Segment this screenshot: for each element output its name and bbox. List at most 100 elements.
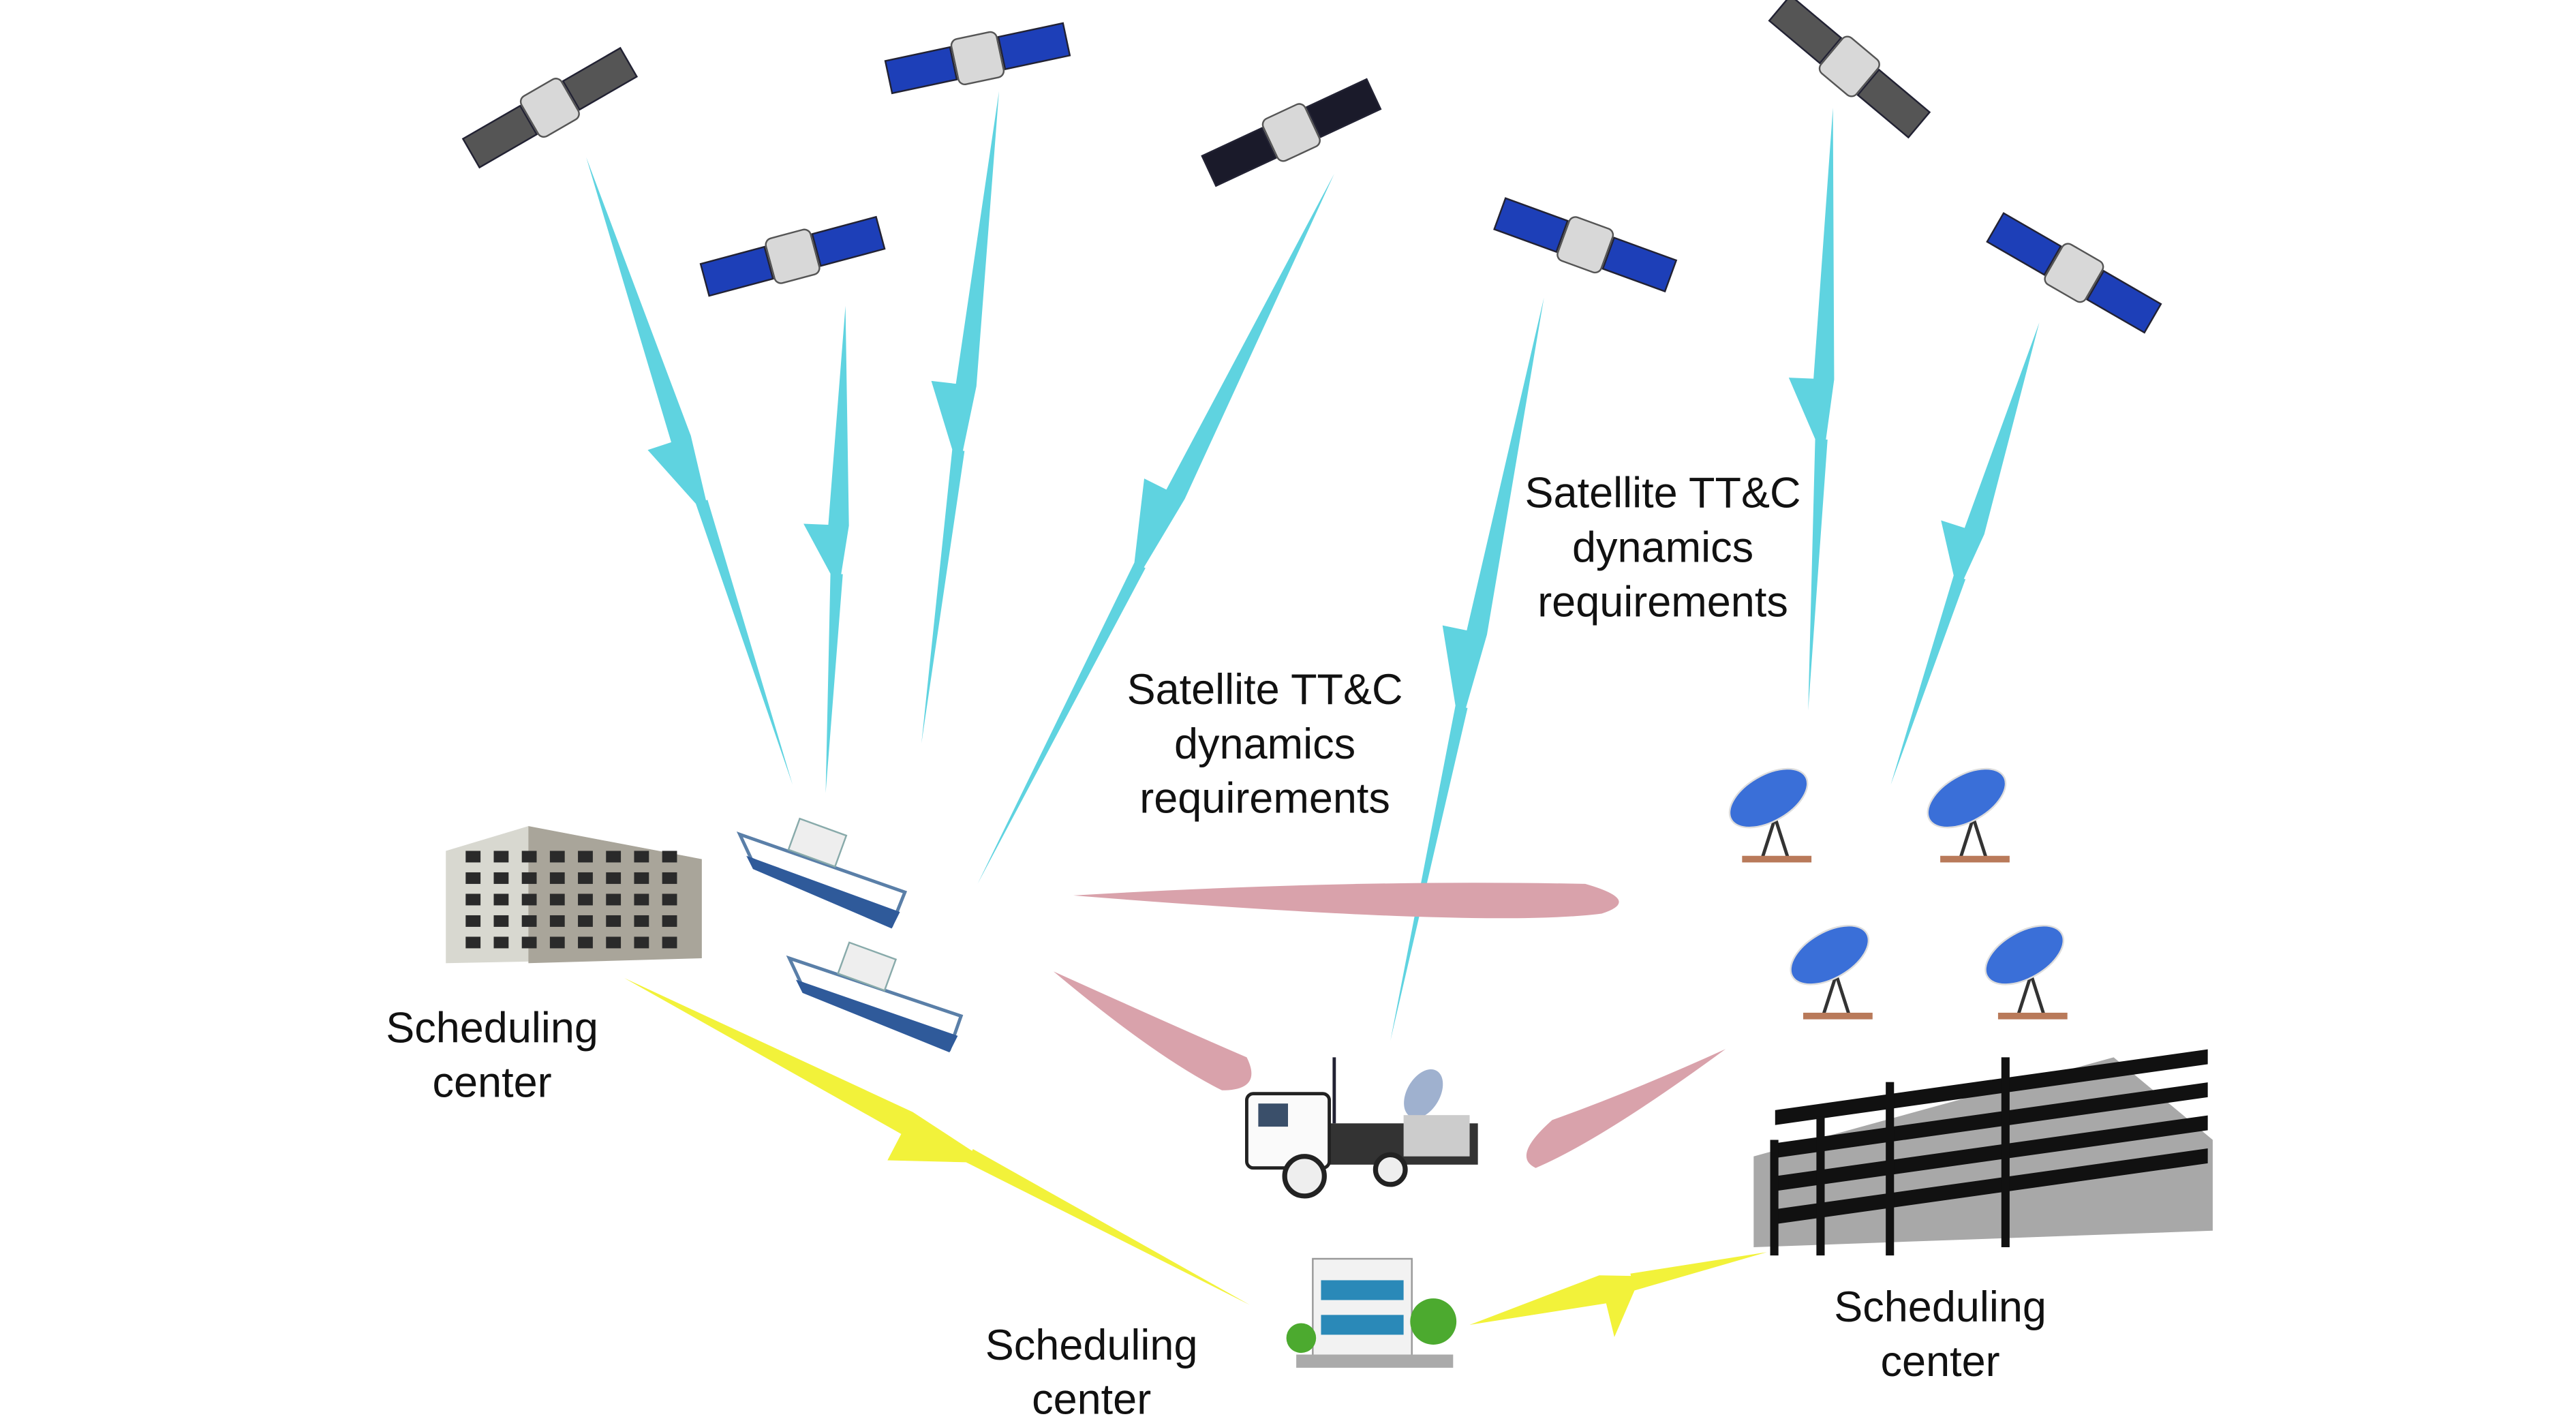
window	[606, 872, 622, 884]
satellite-body	[765, 228, 821, 284]
window	[493, 893, 509, 906]
satellite-link-lightning	[1390, 297, 1544, 1041]
solar-panel	[1493, 197, 1569, 254]
floor-band	[1775, 1148, 2208, 1225]
dish-base	[1742, 855, 1812, 863]
window	[578, 936, 593, 949]
satellite-icon	[461, 46, 639, 169]
dish-leg	[2029, 974, 2046, 1017]
scheduling-center-middle-building	[1286, 1257, 1457, 1368]
dish-leg	[1760, 817, 1777, 860]
dish-leg	[2016, 974, 2033, 1017]
dish-base	[1940, 855, 2010, 863]
solar-panel	[1201, 127, 1277, 187]
pillar	[1816, 1116, 1825, 1256]
dish-reflector	[1728, 767, 1809, 829]
window	[549, 893, 565, 906]
floor-band	[1775, 1082, 2208, 1159]
floor-band	[1775, 1115, 2208, 1191]
solar-panel	[811, 215, 886, 267]
window	[662, 893, 677, 906]
satellite-dish-icon	[1927, 767, 2010, 863]
window	[549, 915, 565, 927]
scheduling-link-lightning	[624, 978, 1251, 1305]
ttc-requirements-label-right: Satellite TT&C dynamics requirements	[1525, 469, 1801, 626]
satellite-dish-icon	[1984, 925, 2068, 1020]
satellite-icon	[1201, 78, 1382, 187]
window	[493, 851, 509, 863]
window	[493, 872, 509, 884]
satellite-body	[1818, 35, 1880, 97]
window	[549, 936, 565, 949]
window	[634, 936, 649, 949]
window	[493, 936, 509, 949]
solar-panel	[562, 46, 639, 111]
window	[634, 893, 649, 906]
window	[549, 872, 565, 884]
tracking-ship	[736, 817, 908, 929]
floor-band	[1775, 1049, 2208, 1125]
window	[662, 851, 677, 863]
pillar	[2001, 1057, 2010, 1247]
window	[606, 893, 622, 906]
ttc-requirements-label-left: Satellite TT&C dynamics requirements	[1127, 666, 1403, 823]
solar-panel	[1601, 236, 1678, 293]
label-line: Scheduling	[386, 1005, 598, 1052]
solar-panel	[884, 46, 958, 95]
window	[662, 936, 677, 949]
beam-lobe	[1526, 1049, 1726, 1168]
window	[521, 872, 537, 884]
beam-lobe	[1053, 971, 1252, 1090]
dish-leg	[1972, 817, 1989, 860]
window	[606, 936, 622, 949]
solar-panel	[2086, 269, 2162, 334]
satellite-body	[950, 31, 1005, 86]
satellite-body	[519, 78, 580, 138]
beam-lobe	[1073, 883, 1619, 919]
satellite-icon	[1768, 0, 1931, 139]
window	[465, 893, 481, 906]
scheduling-center-label-middle: Scheduling center	[985, 1321, 1198, 1421]
satellite-link-lightning	[803, 305, 849, 793]
window	[578, 893, 593, 906]
window	[465, 936, 481, 949]
dish-base	[1997, 1012, 2068, 1020]
label-line: Satellite TT&C	[1525, 469, 1801, 517]
dish-leg	[1773, 817, 1790, 860]
ground-beams	[1053, 883, 1726, 1168]
scheduling-link-lightning	[1469, 1252, 1767, 1337]
satellite-link-lightning	[1890, 322, 2040, 785]
satellite-icon	[699, 215, 886, 297]
solar-panel	[1768, 0, 1843, 65]
pillar	[1886, 1082, 1895, 1256]
tracking-ship	[786, 941, 964, 1053]
scheduling-center-right-building	[1753, 1049, 2213, 1256]
mobile-ttc-truck	[1244, 1057, 1478, 1199]
solar-panel	[997, 22, 1071, 70]
satellite-links	[586, 91, 2040, 1041]
pillar	[1770, 1140, 1779, 1256]
window	[578, 915, 593, 927]
window	[578, 851, 593, 863]
satellite-body	[1261, 103, 1321, 162]
dish-base	[1803, 1012, 1873, 1020]
window	[521, 893, 537, 906]
window	[662, 872, 677, 884]
dish-leg	[1835, 974, 1852, 1017]
window	[465, 915, 481, 927]
window	[606, 851, 622, 863]
window	[465, 872, 481, 884]
window	[662, 915, 677, 927]
scheduling-center-label-left: Scheduling center	[386, 1005, 598, 1107]
solar-panel	[461, 104, 538, 169]
satellite-link-lightning	[977, 174, 1334, 884]
window	[493, 915, 509, 927]
label-line: Satellite TT&C	[1127, 666, 1403, 714]
satellite-body	[2044, 243, 2104, 303]
label-line: center	[1032, 1376, 1151, 1421]
satellite-link-lightning	[1788, 108, 1835, 711]
satellites	[461, 0, 2162, 334]
solar-panel	[1305, 78, 1382, 138]
label-line: center	[1881, 1338, 2000, 1386]
